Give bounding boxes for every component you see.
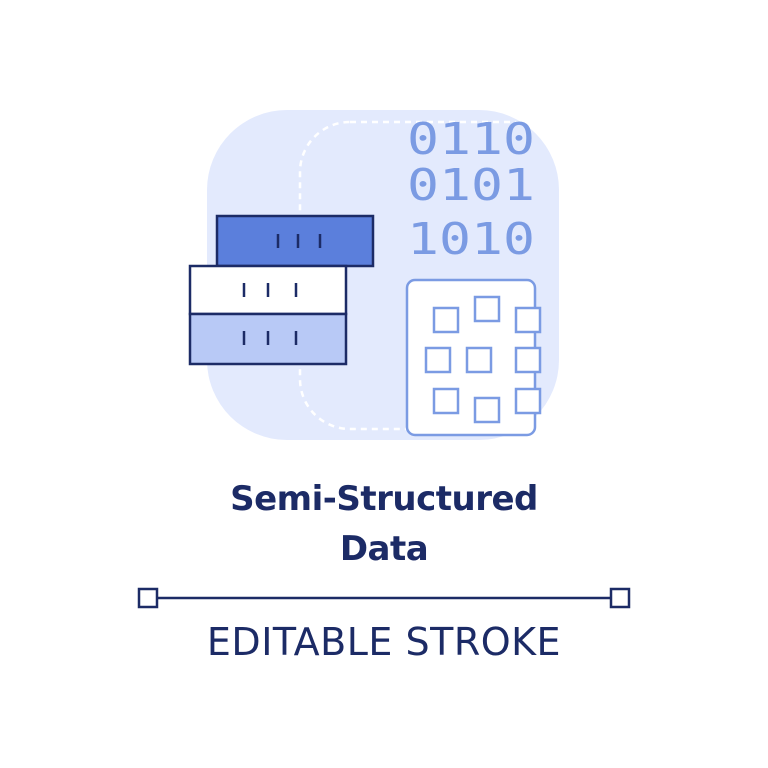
grid-cell — [514, 346, 542, 374]
database-layer-top — [215, 214, 375, 268]
stroke-handle-right — [609, 587, 631, 609]
stacked-database-icon — [188, 214, 375, 366]
semi-structured-data-icon: 0110 0101 1010 — [188, 110, 559, 440]
binary-row: 1010 — [407, 214, 535, 265]
grid-cell — [514, 387, 542, 415]
grid-cell — [432, 387, 460, 415]
title-line: Data — [339, 529, 429, 569]
grid-cell — [473, 396, 501, 424]
grid-cell — [465, 346, 493, 374]
grid-cell — [473, 295, 501, 323]
grid-cell — [424, 346, 452, 374]
stroke-handle-left — [137, 587, 159, 609]
grid-cell — [432, 306, 460, 334]
grid-cell — [514, 306, 542, 334]
binary-row: 0110 — [407, 114, 535, 165]
binary-row: 0101 — [407, 160, 535, 211]
stroke-sample-line — [137, 587, 631, 609]
binary-code-icon: 0110 0101 1010 — [407, 114, 535, 265]
data-grid-icon — [405, 278, 542, 437]
title-line: Semi-Structured — [230, 479, 538, 519]
editable-stroke-caption: EDITABLE STROKE — [206, 620, 562, 664]
